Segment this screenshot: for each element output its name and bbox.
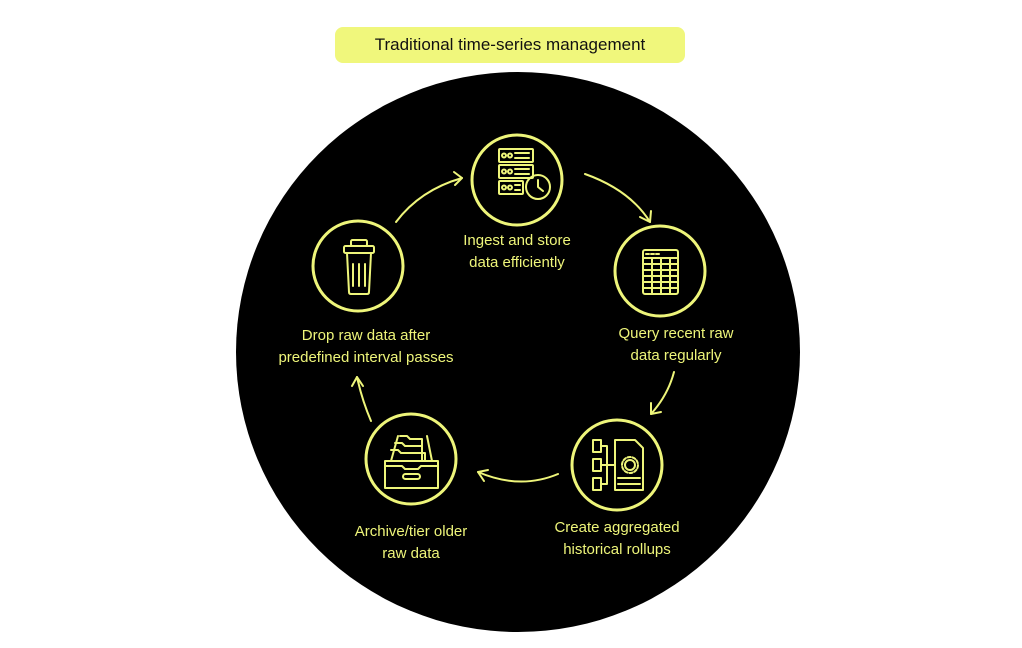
step-label-rollups: Create aggregated historical rollups: [554, 517, 679, 561]
title-badge: Traditional time-series management: [335, 27, 685, 63]
step-label-line: raw data: [382, 545, 440, 562]
step-label-line: Query recent raw: [618, 325, 734, 342]
step-label-line: predefined interval passes: [278, 349, 454, 366]
step-label-line: Archive/tier older: [354, 523, 468, 540]
arrow-ingest-to-query: [584, 173, 652, 223]
aggregation-gear-icon: [592, 439, 644, 491]
step-ingest-icon-circle: [470, 133, 564, 227]
table-icon: [642, 249, 679, 295]
step-label-line: Drop raw data after: [301, 327, 431, 344]
diagram-title: Traditional time-series management: [374, 35, 646, 54]
step-label-ingest: Ingest and store data efficiently: [463, 230, 571, 274]
step-label-line: data regularly: [630, 347, 722, 364]
step-rollups-icon-circle: [570, 418, 664, 512]
step-label-query: Query recent raw data regularly: [618, 323, 733, 367]
archive-drawer-icon: [384, 435, 439, 489]
step-label-line: Create aggregated: [554, 519, 680, 536]
step-label-line: data efficiently: [469, 254, 565, 271]
server-clock-icon: [498, 148, 551, 200]
step-query-icon-circle: [613, 224, 707, 318]
arrow-archive-to-drop: [351, 376, 372, 422]
step-label-archive: Archive/tier older raw data: [355, 521, 468, 565]
step-label-drop: Drop raw data after predefined interval …: [278, 325, 453, 369]
step-drop-icon-circle: [311, 219, 405, 313]
step-label-line: Ingest and store: [463, 232, 571, 249]
step-archive-icon-circle: [364, 412, 458, 506]
trash-can-icon: [343, 239, 375, 295]
arrow-drop-to-ingest: [395, 171, 463, 223]
step-label-line: historical rollups: [563, 541, 671, 558]
arrow-query-to-rollups: [650, 371, 675, 415]
arrow-rollups-to-archive: [477, 469, 559, 483]
